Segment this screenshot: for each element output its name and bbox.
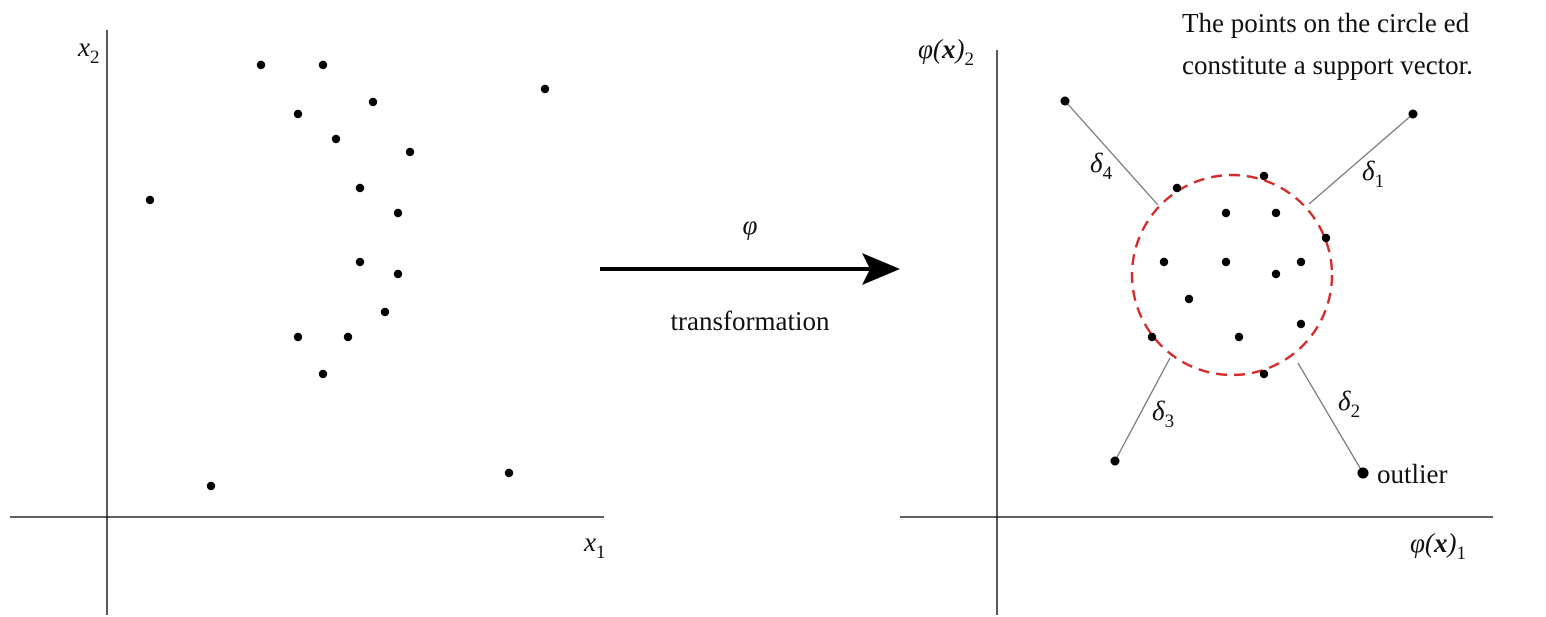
input-point [318,60,328,70]
transformation-label: transformation [671,306,830,336]
feature-space-panel: φ(x)2 φ(x)1 The points on the circle ed … [900,8,1493,615]
inner-point [1159,257,1169,267]
support-vector-point [1147,332,1157,342]
inner-point [1234,332,1244,342]
input-point [145,195,155,205]
outer-point [1408,109,1418,119]
input-point [318,369,328,379]
inner-point [1184,294,1194,304]
feature-x-axis-label: φ(x)1 [1410,528,1466,564]
input-point [206,481,216,491]
input-point [393,208,403,218]
delta-4-label: δ4 [1090,148,1113,184]
input-point [368,97,378,107]
support-vector-point [1321,233,1331,243]
caption-line-1: The points on the circle ed [1182,8,1470,38]
input-point [380,307,390,317]
inner-point [1221,208,1231,218]
input-point [355,183,365,193]
outer-point [1110,456,1120,466]
delta-1-label: δ1 [1362,156,1384,192]
input-data-points [145,60,550,491]
transformation-arrow-head [862,253,900,285]
input-point [331,134,341,144]
delta-2-line [1297,362,1364,474]
input-point [293,109,303,119]
inner-point [1296,319,1306,329]
input-point [256,60,266,70]
delta-3-label: δ3 [1152,396,1174,432]
feature-data-points [1060,96,1418,479]
outer-point [1060,96,1070,106]
input-point [355,257,365,267]
inner-point [1271,269,1281,279]
feature-y-axis-label: φ(x)2 [918,34,974,70]
inner-point [1271,208,1281,218]
support-vector-point [1259,171,1269,181]
delta-2-label: δ2 [1338,386,1360,422]
boundary-circle [1130,173,1334,377]
transformation-arrow-group: φ transformation [600,210,900,336]
support-vector-point [1172,183,1182,193]
input-point [293,332,303,342]
inner-point [1296,257,1306,267]
input-point [540,84,550,94]
input-space-panel: x2 x1 [10,30,605,615]
input-point [504,468,514,478]
delta-4-line [1064,100,1159,206]
input-y-axis-label: x2 [77,32,99,68]
inner-point [1221,257,1231,267]
caption-line-2: constitute a support vector. [1182,50,1473,80]
delta-1-line [1308,113,1414,205]
phi-symbol: φ [743,210,758,240]
input-point [393,269,403,279]
input-point [405,147,415,157]
input-x-axis-label: x1 [583,527,605,563]
input-point [343,332,353,342]
outlier-label: outlier [1377,459,1447,489]
outlier-point [1357,467,1369,479]
delta-3-line [1114,357,1171,462]
support-vector-point [1259,369,1269,379]
